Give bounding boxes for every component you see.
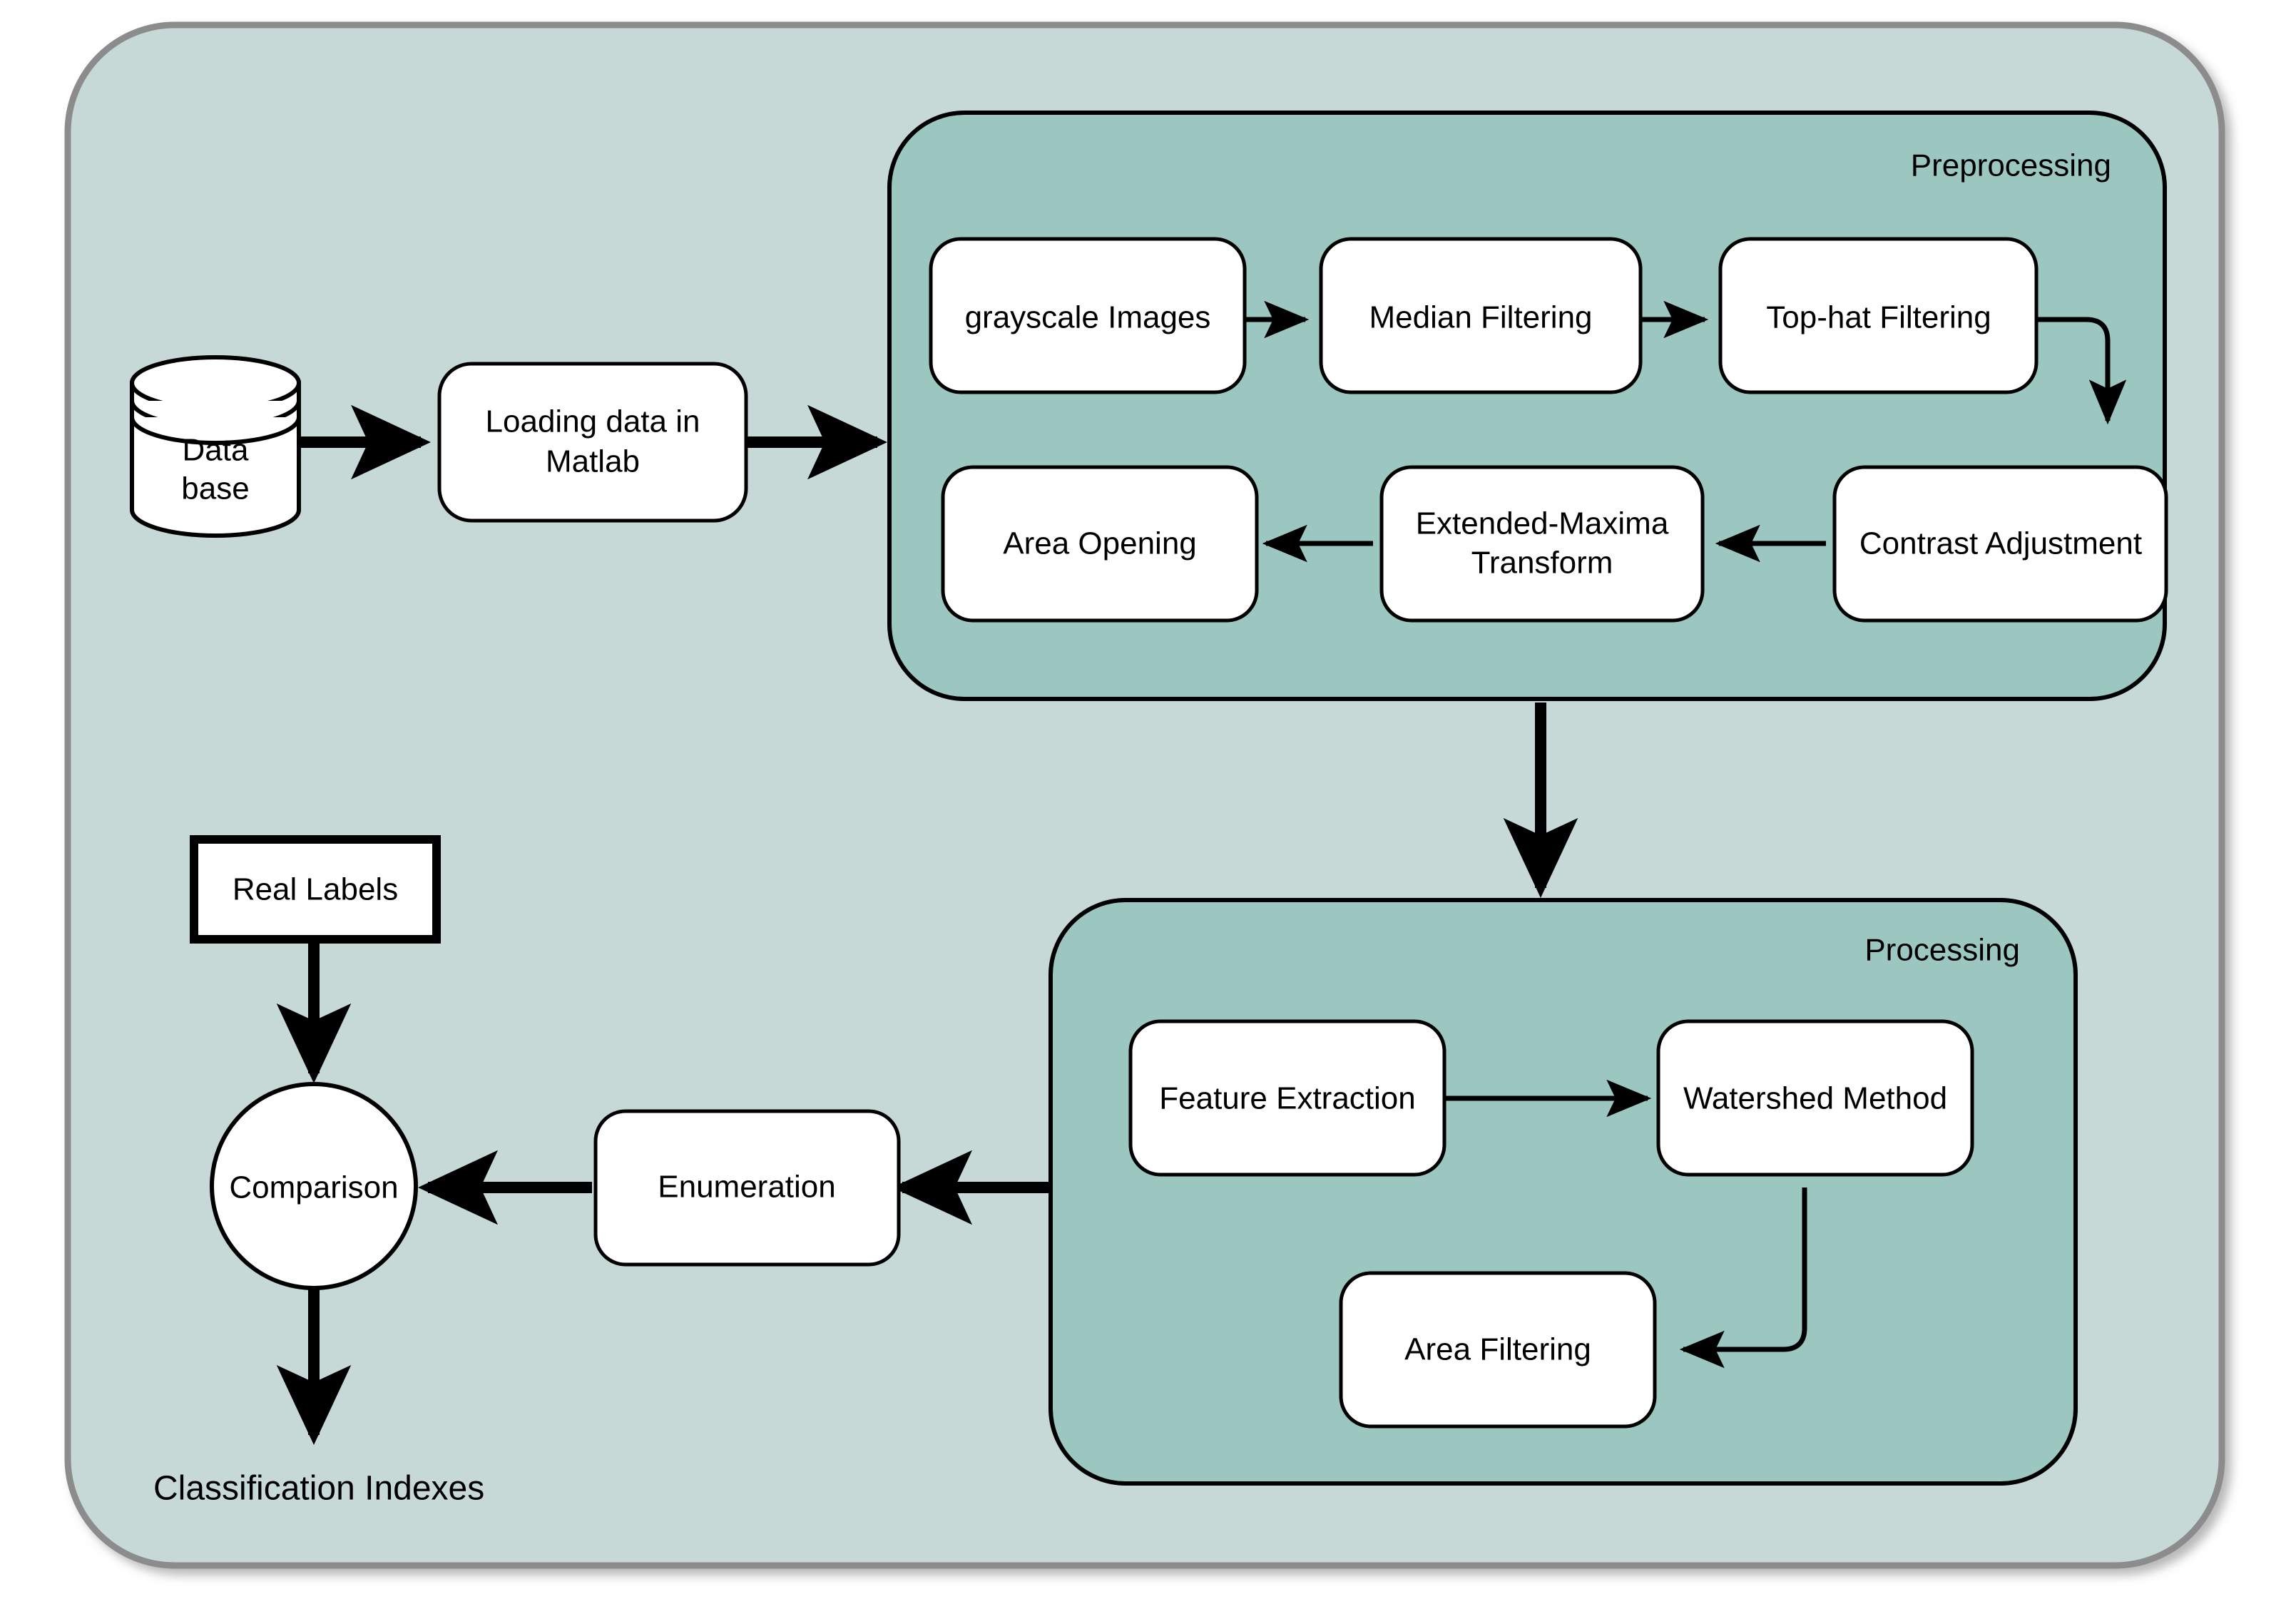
node-watershed-method[interactable]: Watershed Method — [1656, 1019, 1974, 1177]
area-filtering-label: Area Filtering — [1404, 1332, 1591, 1367]
loading-data-box — [437, 362, 748, 523]
watershed-method-label: Watershed Method — [1683, 1081, 1947, 1116]
group-processing-label: Processing — [1864, 933, 2020, 968]
comparison-label: Comparison — [229, 1170, 398, 1205]
area-filtering-box — [1339, 1271, 1657, 1429]
edge-tophat-to-contrast — [2036, 317, 2127, 425]
area-opening-box — [941, 465, 1259, 623]
node-grayscale-images[interactable]: grayscale Images — [929, 237, 1247, 394]
node-loading-data[interactable]: Loading data in Matlab — [437, 362, 748, 523]
classification-indexes-label: Classification Indexes — [153, 1470, 484, 1508]
watershed-method-box — [1656, 1019, 1974, 1177]
median-filtering-label: Median Filtering — [1369, 300, 1592, 335]
node-area-filtering[interactable]: Area Filtering — [1339, 1271, 1657, 1429]
node-top-hat-filtering[interactable]: Top-hat Filtering — [1718, 237, 2039, 394]
node-feature-extraction[interactable]: Feature Extraction — [1128, 1019, 1447, 1177]
comparison-circle — [210, 1082, 418, 1290]
feature-extraction-box — [1128, 1019, 1447, 1177]
extended-maxima-label-line1: Extended-Maxima — [1416, 506, 1669, 541]
median-filtering-box — [1319, 237, 1643, 394]
node-extended-maxima-transform[interactable]: Extended-Maxima Transform — [1379, 465, 1705, 623]
top-hat-filtering-box — [1718, 237, 2039, 394]
node-area-opening[interactable]: Area Opening — [941, 465, 1259, 623]
node-database[interactable]: Data base — [130, 355, 301, 538]
node-real-labels[interactable]: Real Labels — [190, 835, 441, 944]
real-labels-box — [190, 835, 441, 944]
enumeration-label: Enumeration — [658, 1170, 835, 1205]
enumeration-box — [593, 1109, 901, 1267]
grayscale-images-label: grayscale Images — [965, 300, 1211, 335]
contrast-adjustment-label: Contrast Adjustment — [1859, 526, 2142, 561]
loading-data-label-line2: Matlab — [546, 444, 640, 479]
database-label-line2: base — [181, 471, 249, 506]
extended-maxima-transform-box — [1379, 465, 1705, 623]
node-contrast-adjustment[interactable]: Contrast Adjustment — [1832, 465, 2168, 623]
database-disc-line-2 — [130, 417, 301, 445]
top-hat-filtering-label: Top-hat Filtering — [1766, 300, 1991, 335]
group-preprocessing-label: Preprocessing — [1911, 148, 2111, 183]
node-median-filtering[interactable]: Median Filtering — [1319, 237, 1643, 394]
area-opening-label: Area Opening — [1003, 526, 1197, 561]
node-enumeration[interactable]: Enumeration — [593, 1109, 901, 1267]
contrast-adjustment-box — [1832, 465, 2168, 623]
extended-maxima-label-line2: Transform — [1471, 546, 1613, 581]
database-label-line1: Data — [183, 433, 249, 468]
feature-extraction-label: Feature Extraction — [1159, 1081, 1416, 1116]
grayscale-images-box — [929, 237, 1247, 394]
loading-data-label-line1: Loading data in — [486, 404, 700, 439]
real-labels-label: Real Labels — [233, 872, 398, 907]
node-comparison[interactable]: Comparison — [210, 1082, 418, 1290]
edge-watershed-to-areafiltering — [1679, 1187, 1807, 1369]
